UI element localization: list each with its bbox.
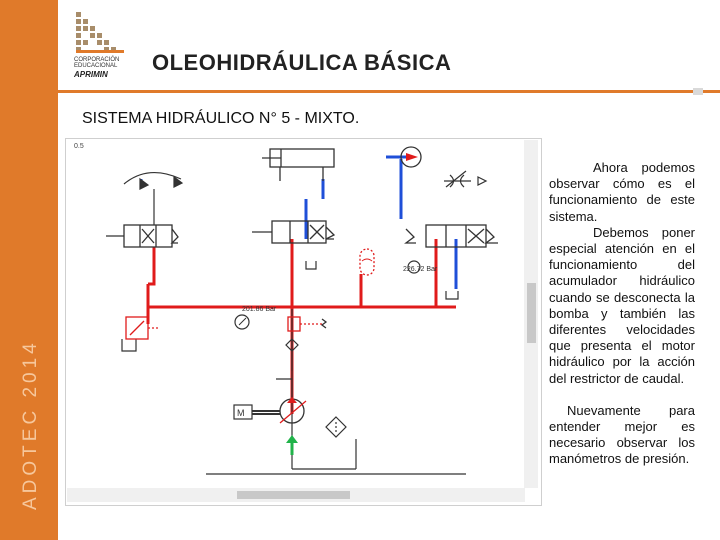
hydraulic-diagram: 0.5 — [74, 143, 498, 475]
pressure-gauge-left: 201.86 Bar — [234, 306, 277, 330]
logo-icon — [76, 12, 124, 53]
svg-text:M: M — [237, 408, 245, 418]
logo-line2: EDUCACIONAL — [74, 63, 118, 69]
electric-motor: M — [233, 404, 280, 420]
pressure-relief-left — [125, 316, 160, 340]
paragraph-attention: Debemos poner especial atención en el fu… — [549, 224, 695, 386]
hydraulic-motor — [400, 146, 422, 168]
tank-symbols — [121, 261, 459, 352]
sidebar-watermark: ADOTEC 2014 — [20, 339, 41, 510]
filter — [285, 338, 347, 438]
slide-subtitle: SISTEMA HIDRÁULICO N° 5 - MIXTO. — [82, 110, 360, 127]
directional-valve-right — [404, 224, 498, 248]
accumulator — [359, 248, 375, 276]
flow-restrictor — [444, 170, 488, 188]
page-title: OLEOHIDRÁULICA BÁSICA — [152, 50, 452, 75]
neutral-lines — [206, 309, 466, 475]
pressure-gauge-right: 226.72 Bar — [403, 260, 438, 274]
logo-line1: CORPORACIÓN — [74, 57, 120, 63]
pressure-lines — [146, 159, 456, 414]
paragraph-intro: Ahora podemos observar cómo es el funcio… — [549, 160, 695, 224]
cylinder — [262, 148, 335, 181]
diagram-frame — [65, 138, 542, 506]
explanation-text: Ahora podemos observar cómo es el funcio… — [549, 160, 695, 468]
diagram-vertical-scroll-thumb[interactable] — [527, 283, 536, 343]
lever-control — [123, 171, 184, 225]
diagram-horizontal-scroll-thumb[interactable] — [237, 491, 350, 499]
gauge-right-reading: 226.72 Bar — [403, 266, 438, 273]
gauge-left-reading: 201.86 Bar — [242, 306, 277, 313]
relief-valve — [287, 316, 328, 332]
directional-valve-left — [106, 224, 179, 248]
logo-brand: APRIMIN — [74, 70, 108, 79]
logo-caption: CORPORACIÓN EDUCACIONAL — [74, 57, 134, 69]
directional-valve-center — [252, 220, 336, 244]
header-rule-end — [693, 88, 703, 95]
paragraph-gauges: Nuevamente para entender mejor es necesa… — [549, 402, 695, 467]
side-bar — [0, 0, 58, 540]
diagram-corner-label: 0.5 — [74, 143, 84, 150]
header-rule — [58, 90, 720, 93]
